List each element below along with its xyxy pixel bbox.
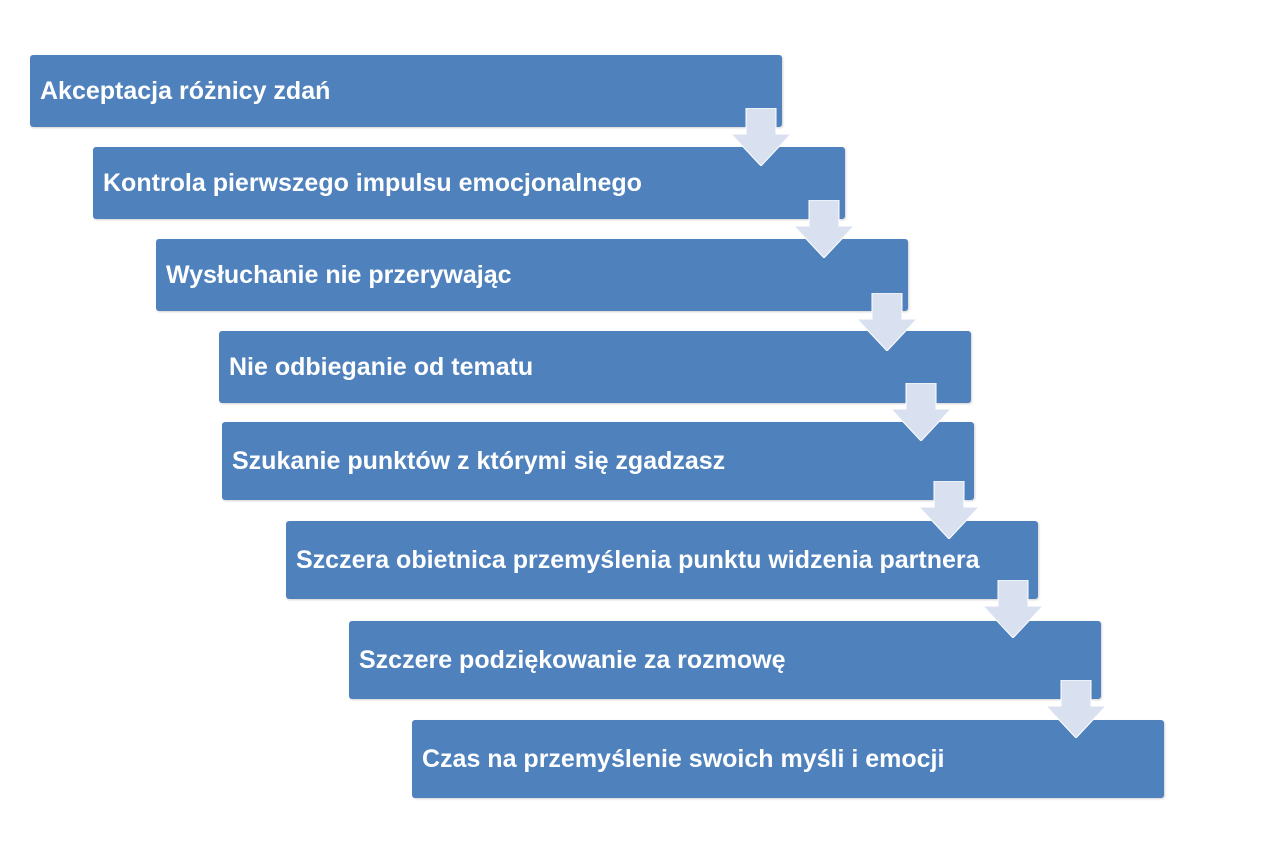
down-arrow-icon: [983, 580, 1043, 638]
step-7-box: Szczere podziękowanie za rozmowę: [349, 621, 1101, 699]
down-arrow-icon: [731, 108, 791, 166]
step-1-label: Akceptacja różnicy zdań: [40, 77, 331, 105]
step-2-label: Kontrola pierwszego impulsu emocjonalneg…: [103, 169, 642, 197]
step-6-label: Szczera obietnica przemyślenia punktu wi…: [296, 546, 980, 574]
down-arrow-icon: [1046, 680, 1106, 738]
step-1-box: Akceptacja różnicy zdań: [30, 55, 782, 127]
down-arrow-icon: [794, 200, 854, 258]
step-3-label: Wysłuchanie nie przerywając: [166, 261, 512, 289]
step-6-box: Szczera obietnica przemyślenia punktu wi…: [286, 521, 1038, 599]
step-8-box: Czas na przemyślenie swoich myśli i emoc…: [412, 720, 1164, 798]
down-arrow-icon: [857, 293, 917, 351]
down-arrow-icon: [919, 481, 979, 539]
step-4-box: Nie odbieganie od tematu: [219, 331, 971, 403]
down-arrow-icon: [891, 383, 951, 441]
step-5-label: Szukanie punktów z którymi się zgadzasz: [232, 447, 726, 475]
step-3-box: Wysłuchanie nie przerywając: [156, 239, 908, 311]
step-2-box: Kontrola pierwszego impulsu emocjonalneg…: [93, 147, 845, 219]
step-4-label: Nie odbieganie od tematu: [229, 353, 534, 381]
step-7-label: Szczere podziękowanie za rozmowę: [359, 646, 786, 674]
step-8-label: Czas na przemyślenie swoich myśli i emoc…: [422, 745, 945, 773]
step-5-box: Szukanie punktów z którymi się zgadzasz: [222, 422, 974, 500]
